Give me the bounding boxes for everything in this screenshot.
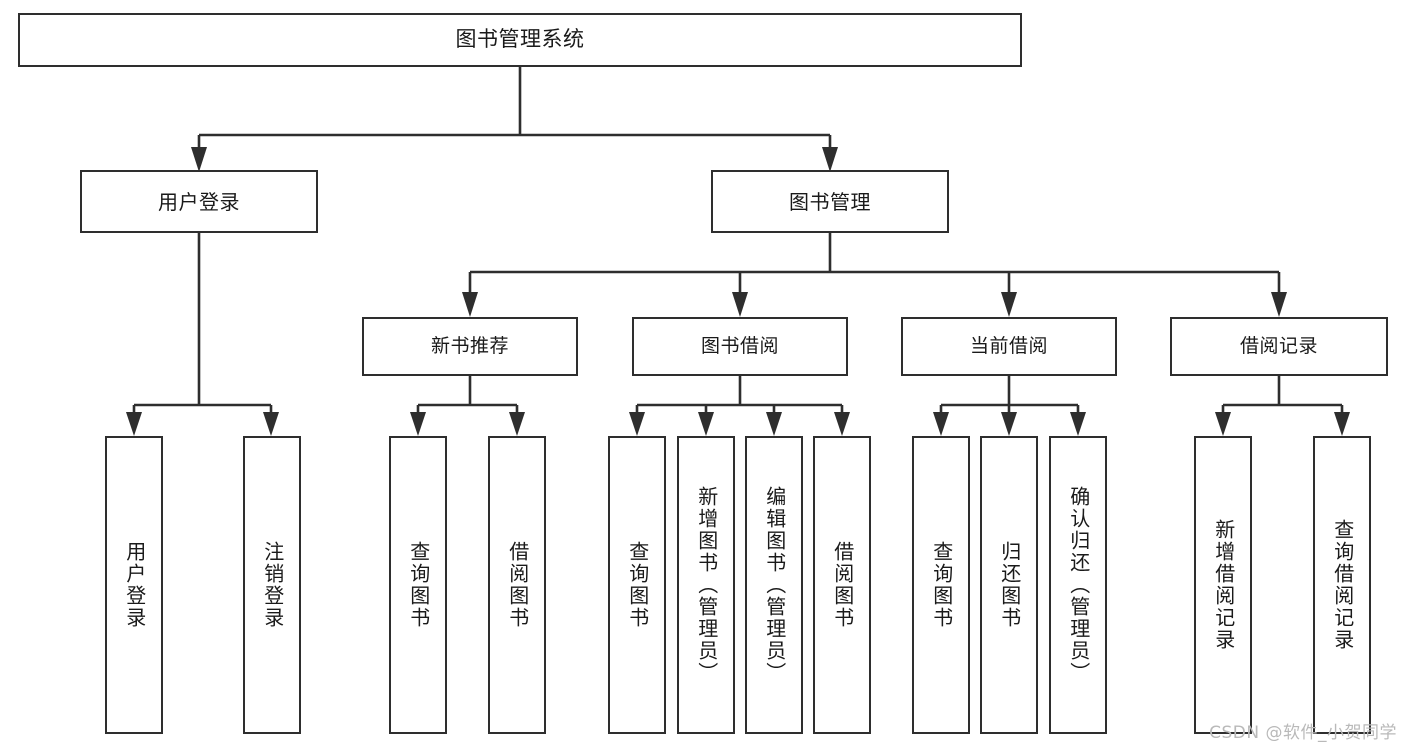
node-label: 注销登录 (260, 541, 285, 629)
arrowhead-leaf-query-record (1334, 412, 1350, 436)
csdn-watermark: CSDN @软件_小贺同学 (1209, 723, 1397, 743)
arrowhead-leaf-return (1001, 412, 1017, 436)
node-label: 借阅记录 (1239, 335, 1318, 358)
arrowhead-leaf-query-1 (410, 412, 426, 436)
arrowhead-user-login (191, 147, 207, 172)
leaf-edit-book-admin[interactable]: 编辑图书（管理员） (745, 436, 803, 734)
arrowhead-leaf-add-record (1215, 412, 1231, 436)
node-label: 用户登录 (158, 189, 240, 214)
node-current-borrow[interactable]: 当前借阅 (901, 317, 1117, 376)
node-label: 借阅图书 (830, 541, 855, 629)
leaf-add-book-admin[interactable]: 新增图书（管理员） (677, 436, 735, 734)
node-label: 图书借阅 (700, 335, 779, 358)
node-label: 用户登录 (122, 541, 147, 629)
arrowhead-leaf-query-2 (629, 412, 645, 436)
leaf-add-borrow-record[interactable]: 新增借阅记录 (1194, 436, 1252, 734)
node-label: 确认归还（管理员） (1066, 486, 1091, 684)
leaf-logout-login[interactable]: 注销登录 (243, 436, 301, 734)
node-label: 查询图书 (929, 541, 954, 629)
node-label: 图书管理 (789, 189, 871, 214)
node-label: 查询图书 (406, 541, 431, 629)
leaf-query-borrow-record[interactable]: 查询借阅记录 (1313, 436, 1371, 734)
node-borrow-record[interactable]: 借阅记录 (1170, 317, 1388, 376)
node-label: 编辑图书（管理员） (762, 486, 787, 684)
leaf-return-book[interactable]: 归还图书 (980, 436, 1038, 734)
leaf-query-book-current[interactable]: 查询图书 (912, 436, 970, 734)
node-label: 借阅图书 (505, 541, 530, 629)
arrowhead-current-borrow (1001, 292, 1017, 317)
node-label: 当前借阅 (969, 335, 1048, 358)
arrowhead-leaf-borrow-2 (834, 412, 850, 436)
leaf-query-book-new-recommend[interactable]: 查询图书 (389, 436, 447, 734)
arrowhead-book-borrow (732, 292, 748, 317)
node-label: 图书管理系统 (455, 27, 585, 52)
arrowhead-book-manage (822, 147, 838, 172)
node-label: 归还图书 (997, 541, 1022, 629)
arrowhead-leaf-add-book (698, 412, 714, 436)
node-label: 查询图书 (625, 541, 650, 629)
leaf-user-login[interactable]: 用户登录 (105, 436, 163, 734)
node-book-borrow[interactable]: 图书借阅 (632, 317, 848, 376)
node-label: 查询借阅记录 (1330, 519, 1355, 651)
arrowhead-leaf-logout (263, 412, 279, 436)
arrowhead-borrow-record (1271, 292, 1287, 317)
arrowhead-leaf-user-login (126, 412, 142, 436)
arrowhead-leaf-edit-book (766, 412, 782, 436)
leaf-confirm-return-admin[interactable]: 确认归还（管理员） (1049, 436, 1107, 734)
node-user-login[interactable]: 用户登录 (80, 170, 318, 233)
node-new-book-recommend[interactable]: 新书推荐 (362, 317, 578, 376)
arrowhead-leaf-borrow-1 (509, 412, 525, 436)
leaf-borrow-book-new-recommend[interactable]: 借阅图书 (488, 436, 546, 734)
node-label: 新增图书（管理员） (694, 486, 719, 684)
arrowhead-leaf-confirm (1070, 412, 1086, 436)
arrowhead-new-book (462, 292, 478, 317)
arrowhead-leaf-query-3 (933, 412, 949, 436)
leaf-borrow-book-borrow[interactable]: 借阅图书 (813, 436, 871, 734)
node-label: 新增借阅记录 (1211, 519, 1236, 651)
node-root-book-management-system[interactable]: 图书管理系统 (18, 13, 1022, 67)
leaf-query-book-borrow[interactable]: 查询图书 (608, 436, 666, 734)
node-label: 新书推荐 (430, 335, 509, 358)
node-book-management[interactable]: 图书管理 (711, 170, 949, 233)
